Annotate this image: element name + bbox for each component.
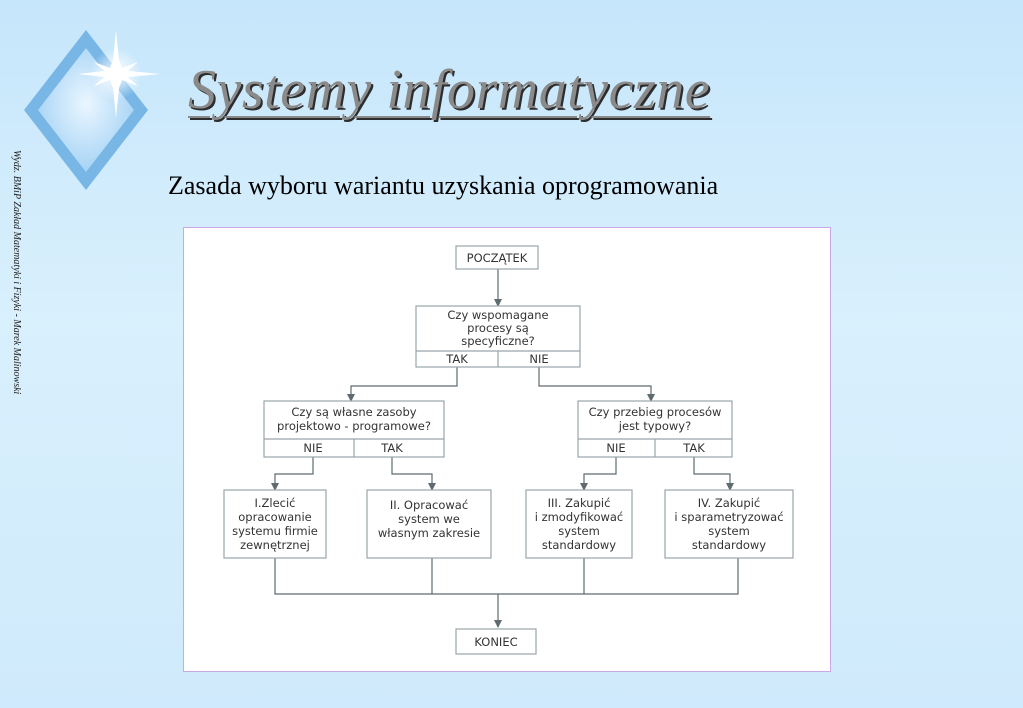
option-2-line-2: system we	[398, 512, 460, 526]
option-4-line-2: i sparametryzować	[674, 510, 783, 524]
option-1-line-1: I.Zlecić	[254, 496, 295, 510]
start-node: POCZĄTEK	[455, 245, 539, 270]
q2-no-label: NIE	[303, 441, 322, 455]
side-caption: Wydz. BMiP Zakład Matematyki i Fizyki - …	[11, 150, 22, 395]
q3-line-1: Czy przebieg procesów	[589, 405, 722, 419]
option-2-line-3: własnym zakresie	[378, 526, 480, 540]
option-4-line-3: system	[708, 524, 750, 538]
q1-line-1: Czy wspomagane	[447, 308, 548, 322]
q2-line-1: Czy są własne zasoby	[291, 405, 416, 419]
option-4-line-4: standardowy	[692, 538, 766, 552]
option-in-house: II. Opracować system we własnym zakresie	[366, 489, 492, 559]
flowchart-connectors	[271, 269, 739, 628]
option-outsource: I.Zlecić opracowanie systemu firmie zewn…	[223, 489, 327, 559]
end-node: KONIEC	[455, 628, 537, 655]
flowchart-frame: POCZĄTEK Czy wspomagane procesy są specy…	[183, 227, 831, 672]
decision-specific-processes: Czy wspomagane procesy są specyficzne? T…	[415, 305, 581, 368]
start-label: POCZĄTEK	[467, 251, 528, 265]
flowchart-diagram: POCZĄTEK Czy wspomagane procesy są specy…	[223, 245, 794, 655]
q1-line-2: procesy są	[467, 321, 529, 335]
slide-subtitle: Zasada wyboru wariantu uzyskania oprogra…	[168, 171, 719, 200]
option-2-line-1: II. Opracować	[390, 498, 468, 512]
q2-line-2: projektowo - programowe?	[277, 419, 431, 433]
option-buy-modify: III. Zakupić i zmodyfikować system stand…	[525, 489, 633, 559]
option-3-line-4: standardowy	[542, 538, 616, 552]
q3-yes-label: TAK	[682, 441, 705, 455]
q3-line-2: jest typowy?	[618, 419, 691, 433]
option-3-line-3: system	[558, 524, 600, 538]
decision-own-resources: Czy są własne zasoby projektowo - progra…	[263, 400, 445, 458]
option-4-line-1: IV. Zakupić	[698, 496, 760, 510]
end-label: KONIEC	[474, 635, 517, 649]
diamond-star-logo	[24, 30, 160, 190]
q1-line-3: specyficzne?	[461, 334, 535, 348]
q1-yes-label: TAK	[445, 352, 468, 366]
option-1-line-2: opracowanie	[238, 510, 311, 524]
slide-title: Systemy informatyczne	[188, 59, 711, 121]
option-3-line-1: III. Zakupić	[548, 496, 611, 510]
option-1-line-4: zewnętrznej	[240, 538, 310, 552]
q2-yes-label: TAK	[380, 441, 403, 455]
option-buy-configure: IV. Zakupić i sparametryzować system sta…	[664, 489, 794, 559]
option-1-line-3: systemu firmie	[232, 524, 318, 538]
q3-no-label: NIE	[606, 441, 625, 455]
option-3-line-2: i zmodyfikować	[535, 510, 624, 524]
decision-typical-process: Czy przebieg procesów jest typowy? NIE T…	[577, 400, 733, 458]
q1-no-label: NIE	[529, 352, 548, 366]
